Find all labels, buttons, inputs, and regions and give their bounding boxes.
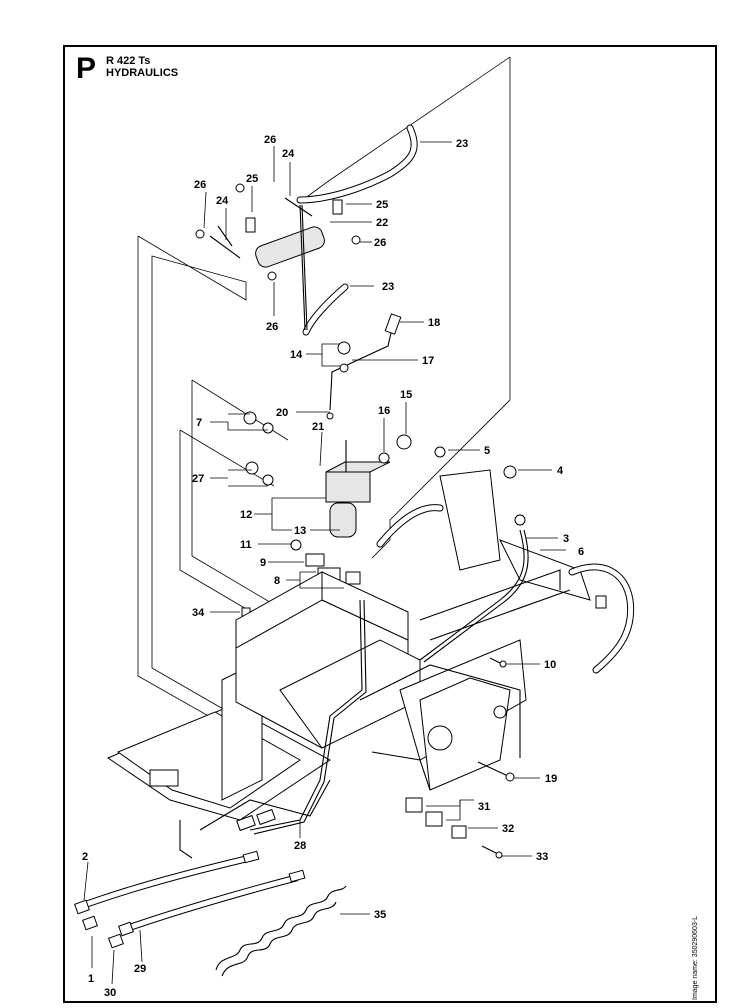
main-frame <box>106 469 591 859</box>
label-11: 11 <box>240 539 252 551</box>
loose-hoses <box>74 850 306 949</box>
drawing-frame <box>63 45 717 1003</box>
label-23b: 23 <box>382 281 394 293</box>
label-19: 19 <box>545 773 557 785</box>
valve-block <box>243 313 412 538</box>
label-6: 6 <box>578 546 584 558</box>
label-32: 32 <box>502 823 514 835</box>
label-34: 34 <box>192 607 205 619</box>
label-29: 29 <box>134 963 146 975</box>
label-25b: 25 <box>246 173 258 185</box>
callout-labels: 1 2 3 4 5 6 7 8 9 10 11 12 13 14 15 16 1… <box>82 134 584 999</box>
bolts <box>405 657 515 859</box>
label-15: 15 <box>400 389 412 401</box>
label-5: 5 <box>484 445 490 457</box>
label-8: 8 <box>274 575 280 587</box>
leader-lines <box>83 141 566 985</box>
label-12: 12 <box>240 509 252 521</box>
lift-cylinder <box>195 183 361 281</box>
label-31: 31 <box>478 801 490 813</box>
label-18: 18 <box>428 317 440 329</box>
label-24b: 24 <box>216 195 229 207</box>
label-28: 28 <box>294 840 306 852</box>
section-letter: P <box>76 52 97 85</box>
label-26a: 26 <box>264 134 276 146</box>
label-23a: 23 <box>456 138 468 150</box>
label-22: 22 <box>376 217 388 229</box>
coiled-hose <box>215 885 347 977</box>
label-16: 16 <box>378 405 390 417</box>
label-3: 3 <box>563 533 569 545</box>
hydraulic-hoses-bottom <box>236 529 529 835</box>
handle-bar <box>376 504 635 674</box>
label-1: 1 <box>88 973 94 985</box>
diagram-title: HYDRAULICS <box>106 67 179 79</box>
label-13: 13 <box>294 525 306 537</box>
label-20: 20 <box>276 407 288 419</box>
label-25a: 25 <box>376 199 388 211</box>
label-30: 30 <box>104 987 116 999</box>
label-26c: 26 <box>374 237 386 249</box>
label-26d: 26 <box>266 321 278 333</box>
label-14: 14 <box>290 349 303 361</box>
label-17: 17 <box>422 355 434 367</box>
label-21: 21 <box>312 421 324 433</box>
label-33: 33 <box>536 851 548 863</box>
label-9: 9 <box>260 557 266 569</box>
label-27: 27 <box>192 473 204 485</box>
label-2: 2 <box>82 851 88 863</box>
label-7: 7 <box>196 417 202 429</box>
hydraulic-hoses-top <box>296 124 418 336</box>
label-24a: 24 <box>282 148 295 160</box>
label-26b: 26 <box>194 179 206 191</box>
label-10: 10 <box>544 659 556 671</box>
label-4: 4 <box>557 465 564 477</box>
label-35: 35 <box>374 909 386 921</box>
model-name: R 422 Ts <box>106 55 151 67</box>
